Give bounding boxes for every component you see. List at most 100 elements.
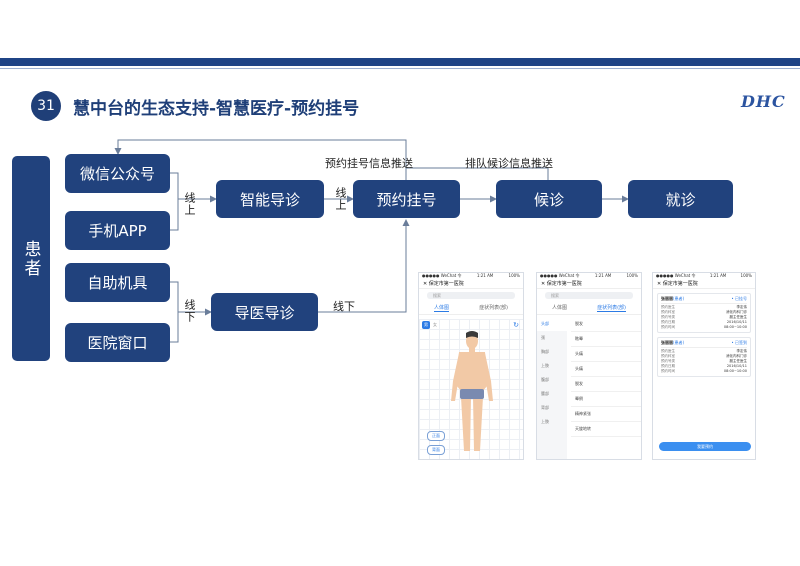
appointment-card[interactable]: 张丽丽(患者)• 已签到 预约医生李定伟 预约科室消化内科门诊 预约号类副主任医… [657, 337, 751, 377]
hospital-name: 保定市第一医院 [428, 281, 464, 287]
push-appointment-loop [114, 139, 407, 180]
row-value: 消化内科门诊 [726, 354, 747, 358]
row-value: 消化内科门诊 [726, 310, 747, 314]
row-key: 预约号类 [661, 359, 675, 363]
status-battery: 100% [508, 273, 520, 278]
front-button[interactable]: 正面 [427, 431, 445, 441]
status-time: 1:21 AM [594, 273, 612, 278]
status-time: 1:21 AM [476, 273, 494, 278]
symptom-item[interactable]: 精神紧张 [571, 407, 641, 422]
human-body-figure[interactable] [449, 331, 495, 456]
appointment-box: 预约挂号 [353, 180, 460, 218]
status-carrier: ●●●●● WeChat 令 [422, 273, 462, 278]
patient-tag: (患者) [673, 296, 685, 301]
slide-number: 31 [31, 91, 61, 121]
gender-toggle[interactable]: 男 女 [422, 321, 439, 329]
row-key: 预约医生 [661, 349, 675, 353]
body-part-item[interactable]: 颈 [541, 335, 545, 340]
tab-body-map[interactable]: 人体图 [434, 305, 450, 312]
status-carrier: ●●●●● WeChat 令 [540, 273, 580, 278]
search-input[interactable]: 搜索 [545, 292, 633, 299]
hospital-name: 保定市第一医院 [546, 281, 582, 287]
body-part-item[interactable]: 腹部 [541, 377, 549, 382]
hospital-window-box: 医院窗口 [65, 323, 170, 362]
tab-dept[interactable]: 症状列表(部) [597, 305, 626, 312]
smart-guide-box: 智能导诊 [216, 180, 324, 218]
patient-name: 张丽丽 [661, 296, 673, 301]
symptom-item[interactable]: 头痛 [571, 362, 641, 377]
page-title: 慧中台的生态支持-智慧医疗-预约挂号 [73, 99, 360, 119]
consultation-box: 就诊 [628, 180, 733, 218]
body-part-item[interactable]: 上肢 [541, 419, 549, 424]
symptom-item[interactable]: 天旋地转 [571, 422, 641, 437]
tab-dept[interactable]: 症状列表(部) [479, 305, 508, 311]
symptom-item[interactable]: 眩晕 [571, 332, 641, 347]
close-icon[interactable]: ✕ [657, 280, 663, 287]
push-queue-loop [406, 167, 549, 180]
online-label-mid: 线上 [334, 187, 347, 211]
hospital-name: 保定市第一医院 [662, 281, 698, 287]
male-option[interactable]: 男 [422, 321, 430, 329]
row-key: 预约科室 [661, 354, 675, 358]
body-part-item[interactable]: 头部 [537, 317, 567, 331]
row-value: 2016/10/11 [726, 320, 747, 324]
body-part-item[interactable]: 腰部 [541, 391, 549, 396]
row-value: 08:00~10:00 [723, 325, 747, 329]
phone-body-map: ●●●●● WeChat 令 1:21 AM 100% ✕ 保定市第一医院 搜索 人… [418, 272, 524, 460]
appointment-card[interactable]: 张丽丽(患者)• 已挂号 预约医生李定伟 预约科室消化内科门诊 预约号类副主任医… [657, 293, 751, 333]
kiosk-box: 自助机具 [65, 263, 170, 302]
symptom-item[interactable]: 头痛 [571, 347, 641, 362]
status-carrier: ●●●●● WeChat 令 [656, 273, 696, 278]
phone-nav-bar: ✕ 保定市第一医院 [419, 279, 523, 289]
offline-label-mid: 线下 [333, 300, 355, 313]
status-battery: 100% [626, 273, 638, 278]
doctor-guide-box: 导医导诊 [211, 293, 318, 331]
top-banner [0, 58, 800, 66]
female-option[interactable]: 女 [433, 322, 437, 327]
row-value: 08:00~10:00 [723, 369, 747, 373]
push-appointment-label: 预约挂号信息推送 [325, 157, 413, 170]
rotate-icon[interactable]: ↻ [513, 321, 519, 329]
symptom-item[interactable]: 脱发 [571, 377, 641, 392]
status-badge: • 已挂号 [731, 296, 747, 301]
symptom-list: 脱发 眩晕 头痛 头痛 脱发 晕倒 精神紧张 天旋地转 [571, 317, 641, 437]
close-icon[interactable]: ✕ [423, 280, 429, 287]
tab-body-map[interactable]: 人体图 [552, 305, 568, 311]
body-part-item[interactable]: 上肢 [541, 363, 549, 368]
row-value: 李定伟 [736, 305, 748, 309]
phone-nav-bar: ✕ 保定市第一医院 [653, 279, 755, 289]
row-key: 预约时间 [661, 325, 675, 329]
row-key: 预约科室 [661, 310, 675, 314]
patient-tag: (患者) [673, 340, 685, 345]
dhc-logo: DHC [741, 92, 786, 111]
push-queue-label: 排队候诊信息推送 [465, 157, 553, 170]
symptom-item[interactable]: 晕倒 [571, 392, 641, 407]
row-value: 2016/10/11 [726, 364, 747, 368]
phone-symptom-list: ●●●●● WeChat 令 1:21 AM 100% ✕ 保定市第一医院 搜索 人… [536, 272, 642, 460]
body-part-item[interactable]: 胸部 [541, 349, 549, 354]
waiting-box: 候诊 [496, 180, 602, 218]
offline-label-left: 线下 [183, 299, 196, 323]
close-icon[interactable]: ✕ [541, 280, 547, 287]
row-key: 预约日期 [661, 320, 675, 324]
book-appointment-button[interactable]: 我要预约 [659, 442, 751, 451]
row-key: 预约时间 [661, 369, 675, 373]
patient-name: 张丽丽 [661, 340, 673, 345]
row-value: 副主任医生 [729, 315, 748, 319]
top-divider [0, 68, 800, 69]
row-value: 副主任医生 [729, 359, 748, 363]
back-button[interactable]: 背面 [427, 445, 445, 455]
search-input[interactable]: 搜索 [427, 292, 515, 299]
body-part-column: 头部 颈 胸部 上肢 腹部 腰部 背部 上肢 [537, 317, 567, 459]
patient-box: 患者 [12, 156, 50, 361]
status-time: 1:21 AM [709, 273, 727, 278]
body-part-item[interactable]: 背部 [541, 405, 549, 410]
row-key: 预约号类 [661, 315, 675, 319]
row-value: 李定伟 [736, 349, 748, 353]
phone-tabs: 人体图 症状列表(部) [419, 302, 523, 315]
phone-tabs: 人体图 症状列表(部) [537, 302, 641, 315]
offline-bracket [170, 281, 179, 343]
symptom-item[interactable]: 脱发 [571, 317, 641, 332]
